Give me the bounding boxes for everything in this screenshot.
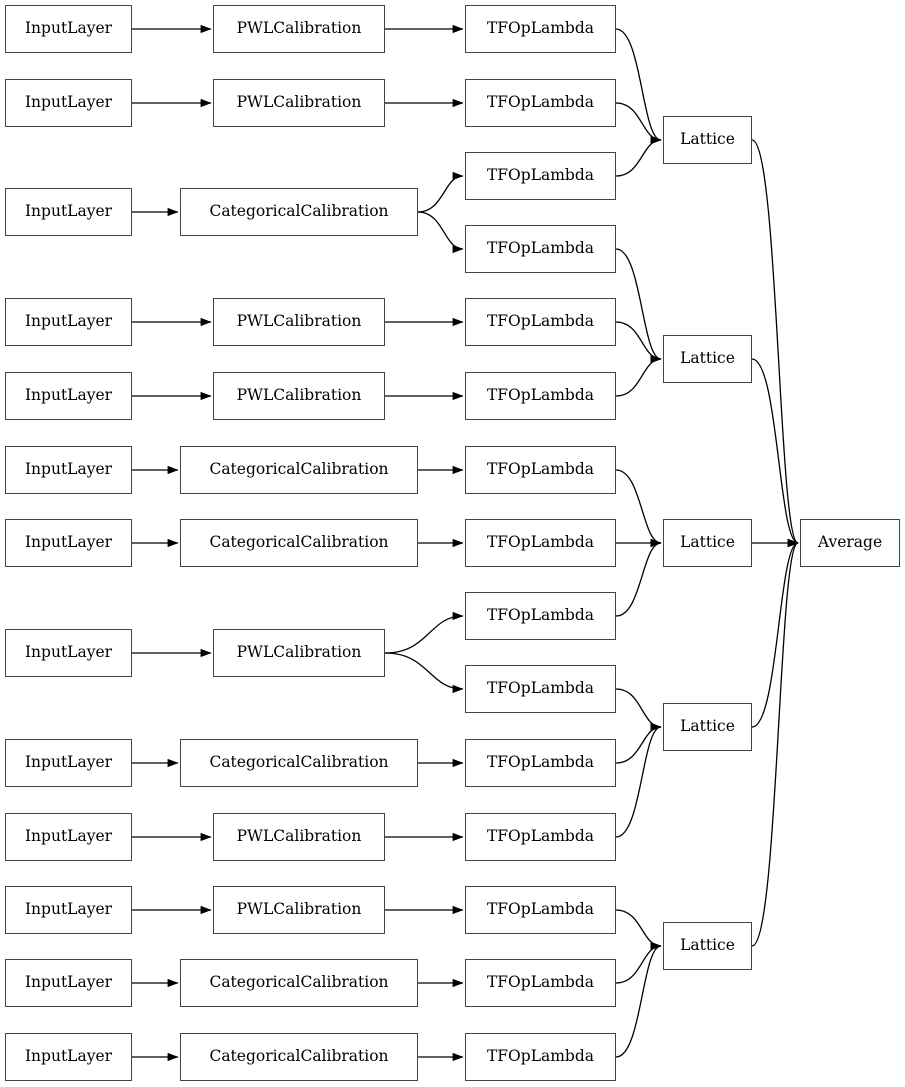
- edge-lam1-to-lat0: [615, 102, 662, 145]
- edge-lam4-to-lat1: [615, 321, 662, 364]
- edge-lam3-to-lat1: [615, 248, 662, 364]
- graph-node-in4[interactable]: InputLayer: [5, 372, 132, 420]
- graph-node-lat0[interactable]: Lattice: [663, 116, 752, 164]
- graph-node-lam14[interactable]: TFOpLambda: [465, 1033, 616, 1081]
- graph-node-in9[interactable]: InputLayer: [5, 813, 132, 861]
- edge-lam11-to-lat4: [615, 722, 662, 838]
- graph-node-cal0[interactable]: PWLCalibration: [213, 5, 385, 53]
- graph-node-in6[interactable]: InputLayer: [5, 519, 132, 567]
- edge-lam0-to-lat0: [615, 28, 662, 145]
- graph-node-lam0[interactable]: TFOpLambda: [465, 5, 616, 53]
- graph-node-lam1[interactable]: TFOpLambda: [465, 79, 616, 127]
- graph-node-cal10[interactable]: PWLCalibration: [213, 886, 385, 934]
- graph-node-in1[interactable]: InputLayer: [5, 79, 132, 127]
- graph-node-lat1[interactable]: Lattice: [663, 335, 752, 383]
- graph-node-cal2[interactable]: CategoricalCalibration: [180, 188, 418, 236]
- graph-node-cal7[interactable]: PWLCalibration: [213, 629, 385, 677]
- graph-node-lam13[interactable]: TFOpLambda: [465, 959, 616, 1007]
- edge-cal2-to-lam3: [417, 211, 464, 254]
- edge-lat0-to-avg: [751, 139, 799, 547]
- graph-node-in11[interactable]: InputLayer: [5, 959, 132, 1007]
- graph-node-cal6[interactable]: CategoricalCalibration: [180, 519, 418, 567]
- graph-node-cal12[interactable]: CategoricalCalibration: [180, 1033, 418, 1081]
- graph-node-lam5[interactable]: TFOpLambda: [465, 372, 616, 420]
- graph-node-avg[interactable]: Average: [800, 519, 900, 567]
- edge-lam9-to-lat4: [615, 688, 662, 732]
- graph-node-in10[interactable]: InputLayer: [5, 886, 132, 934]
- graph-node-cal9[interactable]: PWLCalibration: [213, 813, 385, 861]
- edge-lam13-to-lat3: [615, 941, 662, 984]
- graph-node-cal5[interactable]: CategoricalCalibration: [180, 446, 418, 494]
- graph-node-in7[interactable]: InputLayer: [5, 629, 132, 677]
- graph-node-cal3[interactable]: PWLCalibration: [213, 298, 385, 346]
- graph-node-lam9[interactable]: TFOpLambda: [465, 665, 616, 713]
- graph-node-cal8[interactable]: CategoricalCalibration: [180, 739, 418, 787]
- edge-cal7-to-lam9: [384, 652, 464, 694]
- edge-lam8-to-lat2: [615, 538, 662, 617]
- graph-node-in2[interactable]: InputLayer: [5, 188, 132, 236]
- edge-lam2-to-lat0: [615, 135, 662, 177]
- edge-lat3-to-avg: [751, 539, 799, 947]
- graph-node-lam12[interactable]: TFOpLambda: [465, 886, 616, 934]
- edge-lat4-to-avg: [751, 538, 799, 728]
- graph-node-lam2[interactable]: TFOpLambda: [465, 152, 616, 200]
- graph-node-cal4[interactable]: PWLCalibration: [213, 372, 385, 420]
- graph-node-in5[interactable]: InputLayer: [5, 446, 132, 494]
- edge-lam14-to-lat3: [615, 941, 662, 1058]
- graph-node-lam7[interactable]: TFOpLambda: [465, 519, 616, 567]
- edge-cal7-to-lam8: [384, 611, 464, 654]
- edge-lam6-to-lat2: [615, 469, 662, 548]
- graph-node-in0[interactable]: InputLayer: [5, 5, 132, 53]
- graph-node-in3[interactable]: InputLayer: [5, 298, 132, 346]
- graph-node-cal1[interactable]: PWLCalibration: [213, 79, 385, 127]
- graph-node-lat3[interactable]: Lattice: [663, 922, 752, 970]
- edge-lam12-to-lat3: [615, 909, 662, 951]
- edge-lam10-to-lat4: [615, 722, 662, 764]
- graph-node-in8[interactable]: InputLayer: [5, 739, 132, 787]
- graph-node-lat2[interactable]: Lattice: [663, 519, 752, 567]
- edge-lat1-to-avg: [751, 358, 799, 548]
- graph-node-lam6[interactable]: TFOpLambda: [465, 446, 616, 494]
- graph-node-lam4[interactable]: TFOpLambda: [465, 298, 616, 346]
- edge-cal2-to-lam2: [417, 171, 464, 213]
- graph-node-lam8[interactable]: TFOpLambda: [465, 592, 616, 640]
- graph-node-in12[interactable]: InputLayer: [5, 1033, 132, 1081]
- graph-node-lam3[interactable]: TFOpLambda: [465, 225, 616, 273]
- graph-node-lam11[interactable]: TFOpLambda: [465, 813, 616, 861]
- graph-node-cal11[interactable]: CategoricalCalibration: [180, 959, 418, 1007]
- graph-node-lat4[interactable]: Lattice: [663, 703, 752, 751]
- graph-node-lam10[interactable]: TFOpLambda: [465, 739, 616, 787]
- edge-lam5-to-lat1: [615, 354, 662, 397]
